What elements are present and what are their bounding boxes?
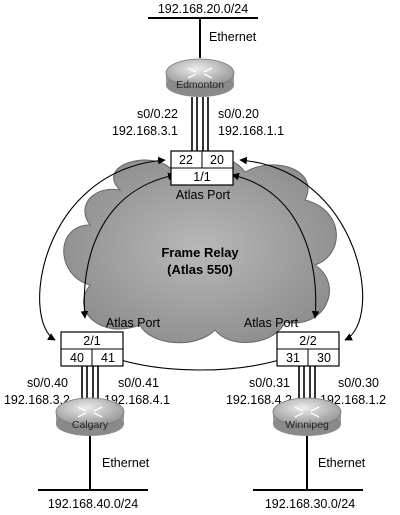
router-winnipeg-label: Winnipeg xyxy=(285,419,329,431)
calgary-right-ip: 192.168.4.1 xyxy=(104,393,170,407)
dlci-31: 31 xyxy=(286,351,300,365)
atlas-port-right-label: Atlas Port xyxy=(244,316,299,330)
port-2-2: 2/2 xyxy=(299,334,316,348)
dlci-41: 41 xyxy=(101,351,115,365)
cloud-title: Frame Relay xyxy=(161,245,239,260)
dlci-40: 40 xyxy=(70,351,84,365)
winnipeg-left-interface: s0/0.31 xyxy=(249,376,290,390)
ethernet-left-label: Ethernet xyxy=(102,456,150,470)
cloud-subtitle: (Atlas 550) xyxy=(167,262,233,277)
network-left-label: 192.168.40.0/24 xyxy=(48,497,138,511)
network-top-label: 192.168.20.0/24 xyxy=(158,2,248,16)
router-arrows-icon xyxy=(294,406,320,418)
pvc-arrow-edmonton-calgary-inner xyxy=(80,172,176,319)
atlas-port-top-label: Atlas Port xyxy=(176,188,231,202)
port-2-1: 2/1 xyxy=(83,334,100,348)
atlas-port-top[interactable]: 22 20 1/1 xyxy=(170,150,234,186)
edmonton-right-ip: 192.168.1.1 xyxy=(218,124,284,138)
dlci-30: 30 xyxy=(317,351,331,365)
router-edmonton[interactable]: Edmonton xyxy=(165,58,235,97)
calgary-right-interface: s0/0.41 xyxy=(118,376,159,390)
network-right-label: 192.168.30.0/24 xyxy=(265,497,355,511)
edmonton-left-ip: 192.168.3.1 xyxy=(112,124,178,138)
dlci-22: 22 xyxy=(179,153,193,167)
pvc-arrow-edmonton-winnipeg-inner xyxy=(231,172,320,319)
port-1-1: 1/1 xyxy=(193,170,210,184)
atlas-port-left-label: Atlas Port xyxy=(106,316,161,330)
pvc-arrow-calgary-winnipeg xyxy=(104,353,296,371)
ethernet-top-label: Ethernet xyxy=(209,30,257,44)
calgary-left-ip: 192.168.3.2 xyxy=(4,393,70,407)
dlci-20: 20 xyxy=(210,153,224,167)
pvc-arrows xyxy=(39,156,364,371)
router-calgary[interactable]: Calgary xyxy=(55,397,125,436)
winnipeg-right-ip: 192.168.1.2 xyxy=(320,393,386,407)
router-arrows-icon xyxy=(187,67,213,79)
atlas-port-right[interactable]: 2/2 31 30 xyxy=(276,331,340,367)
pvc-arrow-edmonton-calgary-outer xyxy=(39,156,166,341)
serial-links-edmonton xyxy=(191,97,209,151)
router-arrows-icon xyxy=(77,406,103,418)
winnipeg-right-interface: s0/0.30 xyxy=(338,376,379,390)
router-edmonton-label: Edmonton xyxy=(176,79,224,91)
router-calgary-label: Calgary xyxy=(72,419,109,431)
edmonton-left-interface: s0/0.22 xyxy=(137,107,178,121)
router-winnipeg[interactable]: Winnipeg xyxy=(272,397,342,436)
calgary-left-interface: s0/0.40 xyxy=(27,376,68,390)
pvc-arrow-edmonton-winnipeg-outer xyxy=(239,156,364,341)
atlas-port-left[interactable]: 2/1 40 41 xyxy=(60,331,124,367)
winnipeg-left-ip: 192.168.4.2 xyxy=(226,393,292,407)
ethernet-right-label: Ethernet xyxy=(318,456,366,470)
edmonton-right-interface: s0/0.20 xyxy=(218,107,259,121)
